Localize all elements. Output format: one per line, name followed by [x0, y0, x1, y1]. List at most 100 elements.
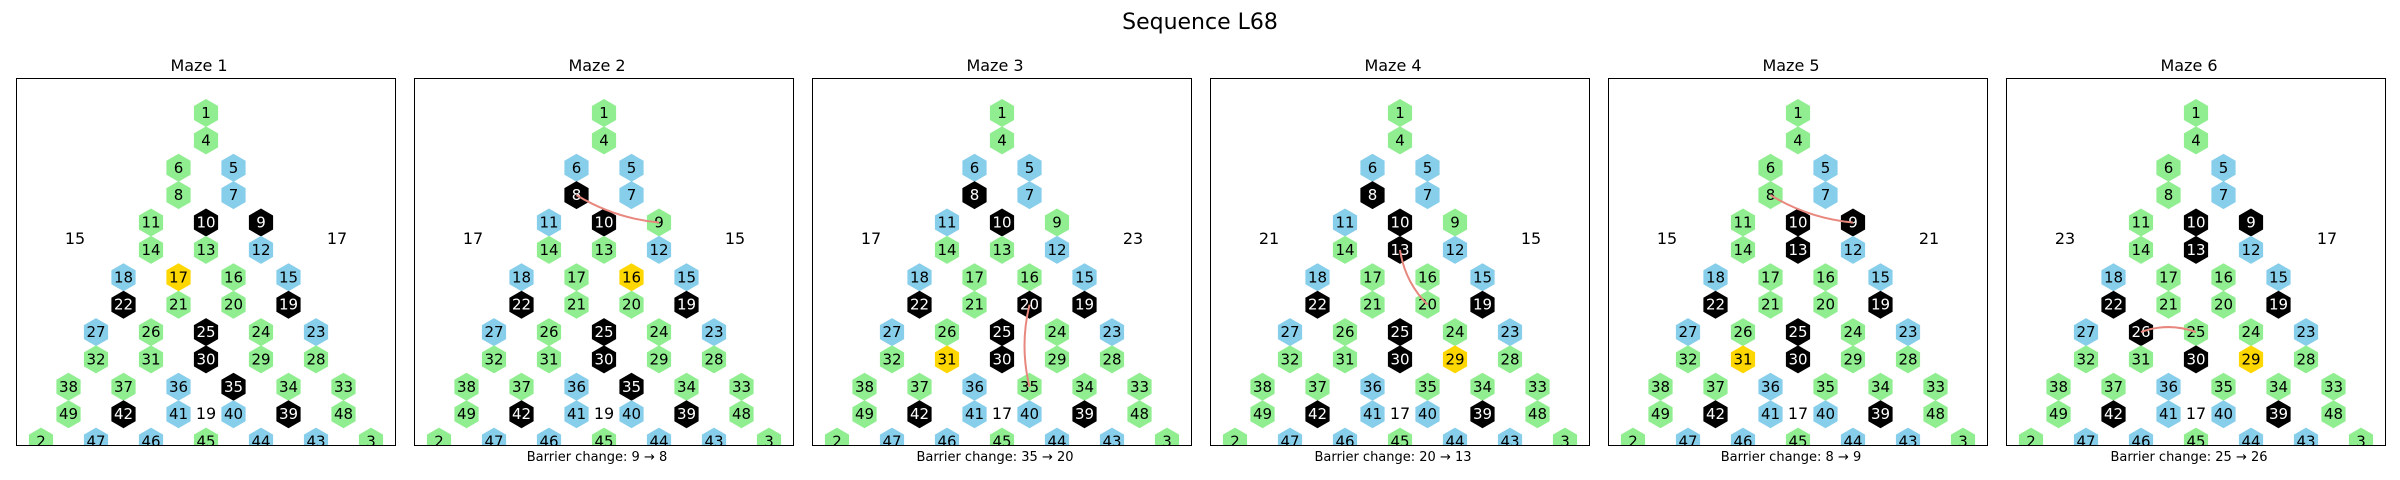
right-side-label: 17: [327, 229, 347, 248]
maze-title: Maze 3: [966, 56, 1024, 75]
hex-cell: [1703, 400, 1728, 429]
hex-cell: [536, 208, 562, 237]
hex-cell: [2211, 400, 2236, 429]
left-side-label: 15: [1657, 229, 1677, 248]
hex-cell: [646, 427, 672, 445]
hex-cell: [83, 345, 109, 374]
cell-number: 21: [1761, 296, 1780, 314]
hex-cell: [1250, 372, 1275, 401]
cell-number: 25: [1788, 323, 1807, 341]
hex-cell: [2101, 263, 2126, 292]
cell-number: 36: [2159, 378, 2178, 396]
cell-number: 48: [334, 405, 353, 423]
hex-cell: [1387, 99, 1413, 127]
cell-number: 17: [169, 268, 188, 286]
cell-number: 32: [1280, 350, 1299, 368]
hex-cell: [1785, 99, 1811, 127]
cell-number: 25: [992, 323, 1011, 341]
cell-number: 32: [1678, 350, 1697, 368]
hex-cell: [2183, 235, 2209, 264]
cell-number: 32: [484, 350, 503, 368]
cell-number: 30: [2186, 350, 2205, 368]
hex-cell: [248, 208, 274, 237]
hex-cell: [1442, 427, 1468, 445]
hex-cell: [1387, 126, 1413, 155]
cell-number: 42: [114, 405, 133, 423]
bottom-side-label: 17: [2186, 404, 2206, 423]
cell-number: 21: [567, 296, 586, 314]
hex-cell: [591, 345, 617, 374]
hex-cell: [193, 208, 219, 237]
cell-number: 10: [594, 214, 613, 232]
cell-number: 25: [594, 323, 613, 341]
cell-number: 14: [1335, 241, 1354, 259]
cell-number: 28: [704, 350, 723, 368]
cell-number: 15: [1871, 268, 1890, 286]
cell-number: 14: [1733, 241, 1752, 259]
hex-cell: [1785, 345, 1811, 374]
hex-cell: [1415, 400, 1440, 429]
hex-cell: [193, 345, 219, 374]
hex-cell: [852, 400, 877, 429]
hex-cell: [591, 235, 617, 264]
cell-number: 3: [1958, 433, 1968, 445]
hex-cell: [962, 290, 987, 319]
hex-cell: [1730, 427, 1756, 445]
barrier-path: [1769, 194, 1854, 224]
hex-cell: [729, 372, 754, 401]
cell-number: 21: [2159, 296, 2178, 314]
cell-number: 30: [196, 350, 215, 368]
hex-cell: [2238, 208, 2264, 237]
right-side-label: 15: [725, 229, 745, 248]
hex-cell: [1730, 318, 1756, 347]
cell-number: 30: [594, 350, 613, 368]
hex-cell: [879, 427, 905, 445]
cell-number: 2: [1628, 433, 1638, 445]
hex-cell: [907, 290, 932, 319]
cell-number: 4: [997, 131, 1007, 149]
hex-cell: [2348, 427, 2374, 445]
cell-number: 40: [1816, 405, 1835, 423]
hex-cell: [1813, 181, 1838, 210]
cell-number: 10: [1390, 214, 1409, 232]
hex-cell: [1332, 318, 1358, 347]
cell-number: 20: [1816, 296, 1835, 314]
cell-number: 29: [1445, 350, 1464, 368]
hex-cell: [1470, 372, 1495, 401]
hex-cell: [56, 372, 81, 401]
cell-number: 47: [1280, 433, 1299, 445]
hex-cell: [1470, 263, 1495, 292]
cell-number: 47: [484, 433, 503, 445]
hex-cell: [2238, 427, 2264, 445]
right-side-label: 15: [1521, 229, 1541, 248]
hex-cell: [481, 318, 507, 347]
cell-number: 45: [2186, 433, 2205, 445]
cell-number: 13: [2186, 241, 2205, 259]
hex-cell: [2183, 99, 2209, 127]
cell-number: 14: [141, 241, 160, 259]
cell-number: 33: [334, 378, 353, 396]
hex-cell: [2128, 427, 2154, 445]
cell-number: 27: [1280, 323, 1299, 341]
cell-number: 16: [1418, 268, 1437, 286]
cell-number: 5: [1423, 159, 1433, 177]
cell-number: 15: [1473, 268, 1492, 286]
cell-number: 49: [2049, 405, 2068, 423]
cell-number: 29: [251, 350, 270, 368]
hex-cell: [564, 181, 589, 210]
hex-cell: [1868, 290, 1893, 319]
cell-number: 41: [567, 405, 586, 423]
cell-number: 30: [1390, 350, 1409, 368]
hex-cell: [646, 345, 672, 374]
cell-number: 4: [2191, 131, 2201, 149]
hex-cell: [1360, 400, 1385, 429]
cell-number: 26: [141, 323, 160, 341]
hex-cell: [111, 290, 136, 319]
hex-cell: [1785, 235, 1811, 264]
cell-number: 14: [539, 241, 558, 259]
hex-cell: [303, 318, 329, 347]
cell-number: 28: [1102, 350, 1121, 368]
cell-number: 18: [114, 268, 133, 286]
